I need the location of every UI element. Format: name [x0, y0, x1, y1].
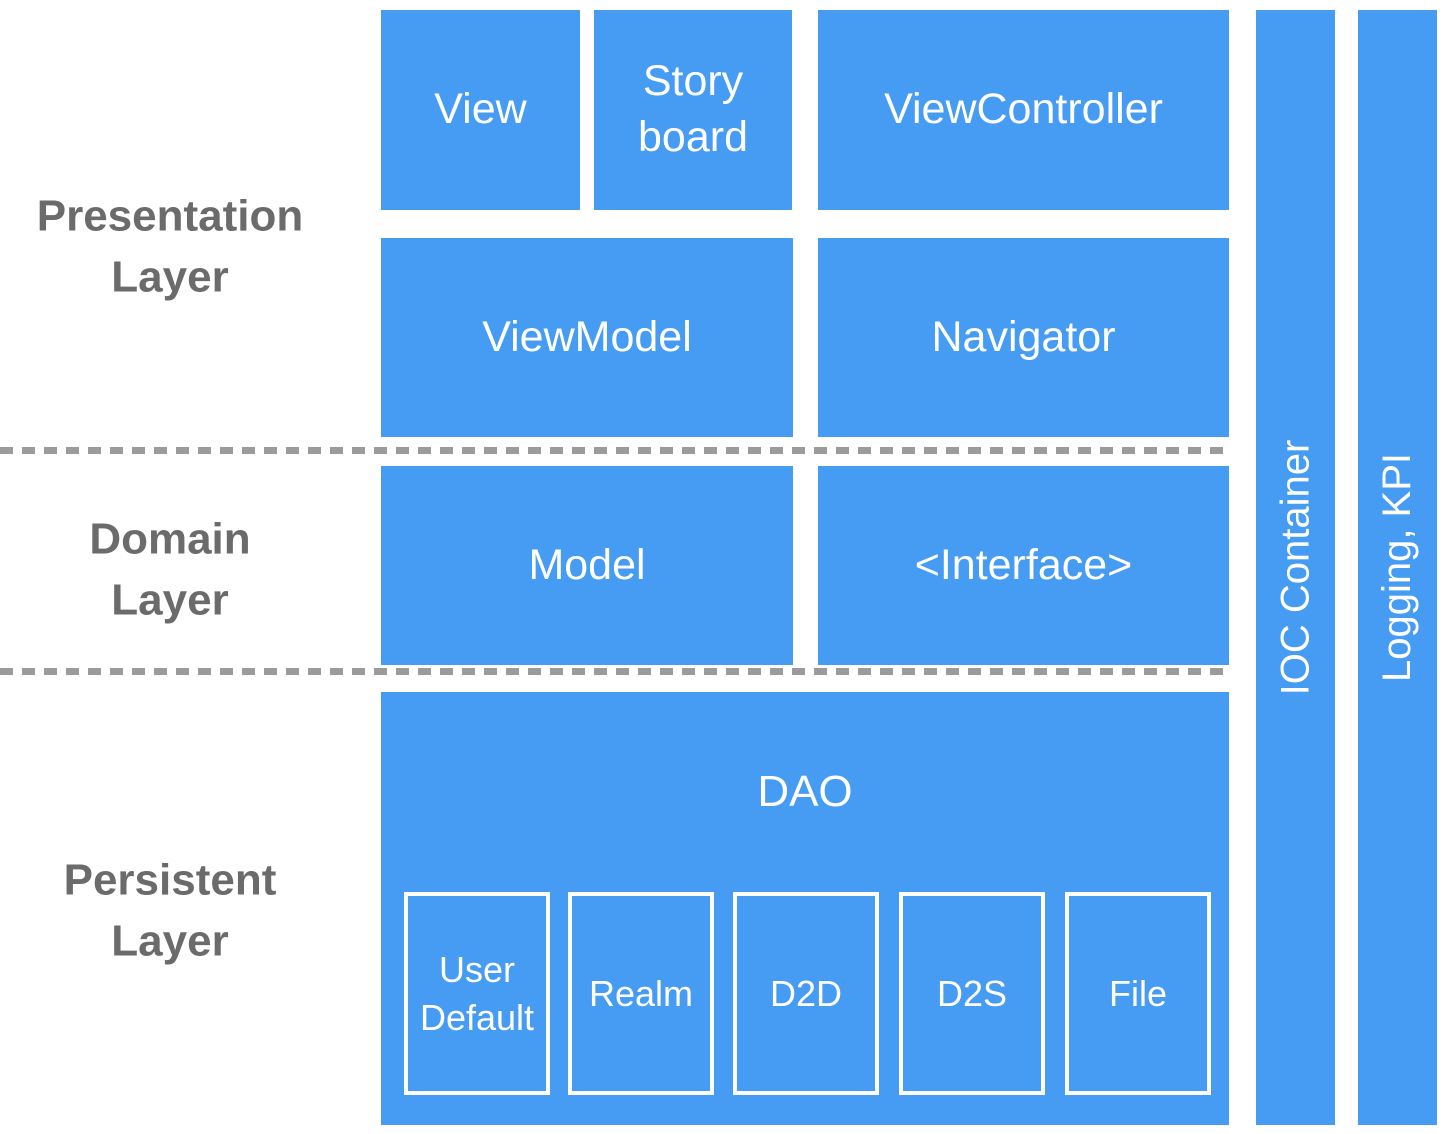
box-navigator: Navigator: [818, 238, 1229, 437]
box-interface: <Interface>: [818, 466, 1229, 665]
box-file: File: [1065, 892, 1211, 1095]
box-view-controller: ViewController: [818, 10, 1229, 210]
box-storyboard: Story board: [594, 10, 792, 210]
layer-label-persistent: Persistent Layer: [63, 855, 277, 965]
layer-label-presentation: Presentation Layer: [36, 191, 304, 301]
box-d2s: D2S: [899, 892, 1045, 1095]
box-realm: Realm: [568, 892, 714, 1095]
layer-divider-domain-persistent: [0, 668, 1230, 675]
sidebar-logging-kpi: Logging, KPI: [1358, 10, 1437, 1125]
logging-kpi-label: Logging, KPI: [1375, 452, 1419, 683]
layer-label-domain: Domain Layer: [89, 514, 251, 624]
box-dao: DAO User Default Realm D2D D2S File: [381, 692, 1229, 1125]
box-view: View: [381, 10, 580, 210]
box-d2d: D2D: [733, 892, 879, 1095]
box-user-default: User Default: [404, 892, 550, 1095]
sidebar-ioc-container: IOC Container: [1256, 10, 1335, 1125]
layer-divider-presentation-domain: [0, 447, 1230, 454]
box-view-model: ViewModel: [381, 238, 793, 437]
dao-label: DAO: [757, 767, 853, 816]
box-model: Model: [381, 466, 793, 665]
ioc-container-label: IOC Container: [1273, 439, 1318, 696]
